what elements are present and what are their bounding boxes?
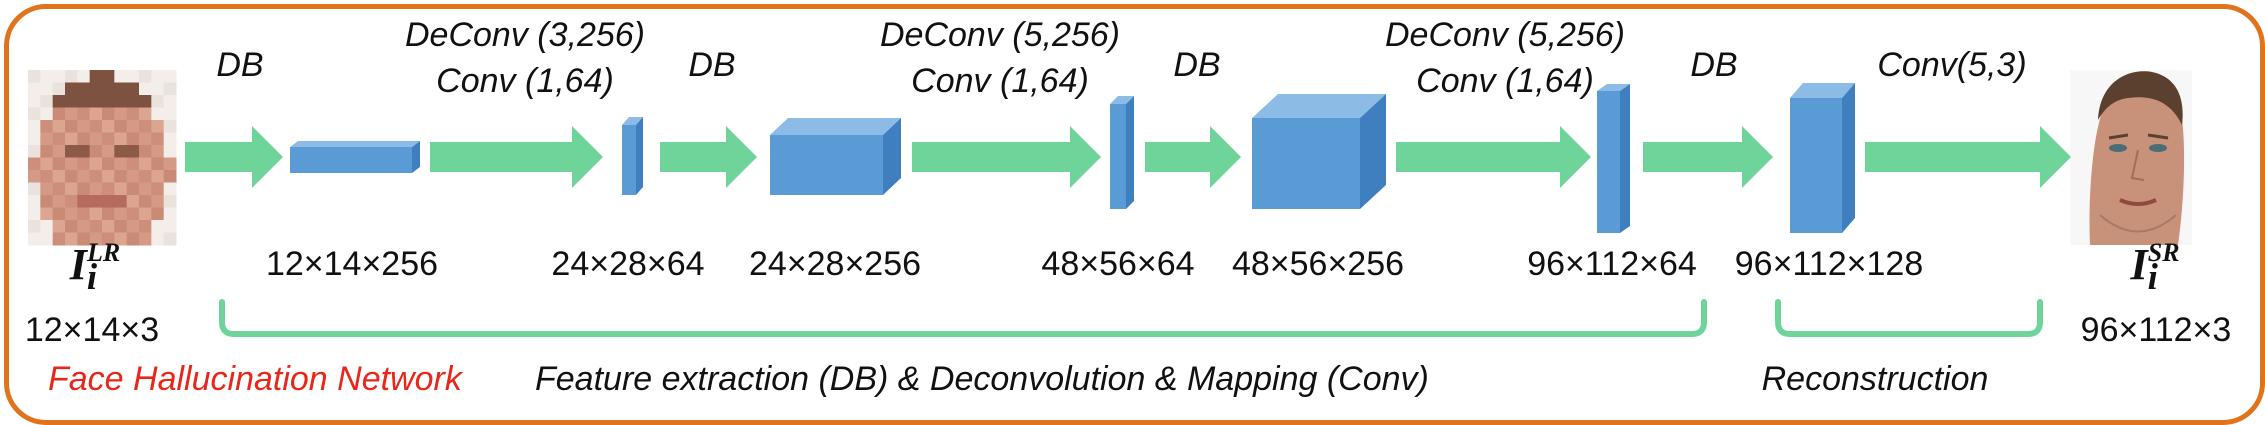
feature-size-label: 48×56×64 (1041, 245, 1195, 283)
feature-size-label: 12×14×256 (265, 245, 439, 283)
feature-stage-brace (219, 299, 1707, 337)
super-resolved-face-icon (2070, 70, 2192, 245)
op-label-conv-3: Conv (1,64) (1416, 62, 1594, 100)
feature-stage-label: Feature extraction (DB) & Deconvolution … (535, 360, 1429, 398)
feature-block-1 (290, 141, 420, 173)
op-label-conv-2: Conv (1,64) (911, 62, 1089, 100)
feature-blocks (290, 83, 1855, 233)
arrow-1 (185, 126, 283, 188)
op-label-db-3: DB (1173, 46, 1221, 84)
arrow-2 (430, 126, 603, 188)
stage-braces (219, 299, 2043, 337)
feature-block-7 (1790, 83, 1855, 233)
feature-block-6 (1597, 84, 1630, 233)
op-label-deconv-3: DeConv (5,256) (1384, 16, 1626, 54)
arrow-8 (1865, 126, 2071, 188)
arrow-6 (1396, 126, 1591, 188)
arrow-7 (1643, 126, 1773, 188)
reconstruction-stage-label: Reconstruction (1761, 360, 1989, 398)
input-symbol: IiLR (69, 238, 121, 297)
input-size-label: 12×14×3 (24, 311, 160, 349)
output-size-label: 96×112×3 (2080, 311, 2232, 349)
feature-size-label: 24×28×256 (748, 245, 922, 283)
feature-size-label: 48×56×256 (1231, 245, 1405, 283)
op-label-deconv-1: DeConv (3,256) (404, 16, 646, 54)
arrow-5 (1145, 126, 1241, 188)
outer-frame (4, 4, 2265, 425)
network-title: Face Hallucination Network (48, 360, 462, 398)
op-label-db-2: DB (688, 46, 736, 84)
op-label-deconv-2: DeConv (5,256) (879, 16, 1121, 54)
feature-size-label: 96×112×64 (1527, 245, 1697, 283)
feature-block-3 (770, 118, 901, 195)
op-label-db-1: DB (216, 46, 264, 84)
feature-size-label: 24×28×64 (551, 245, 705, 283)
low-resolution-face-icon (28, 70, 177, 246)
output-symbol: IiSR (2130, 238, 2180, 297)
feature-size-label: 96×112×128 (1734, 245, 1924, 283)
arrow-3 (660, 126, 757, 188)
arrow-4 (912, 126, 1101, 188)
op-label-conv-output: Conv(5,3) (1877, 46, 2027, 84)
op-label-conv-1: Conv (1,64) (436, 62, 614, 100)
flow-arrows (185, 126, 2071, 188)
feature-block-4 (1110, 96, 1134, 209)
feature-block-5 (1252, 94, 1386, 209)
feature-block-2 (622, 117, 643, 195)
reconstruction-stage-brace (1775, 299, 2043, 337)
op-label-db-4: DB (1690, 46, 1738, 84)
